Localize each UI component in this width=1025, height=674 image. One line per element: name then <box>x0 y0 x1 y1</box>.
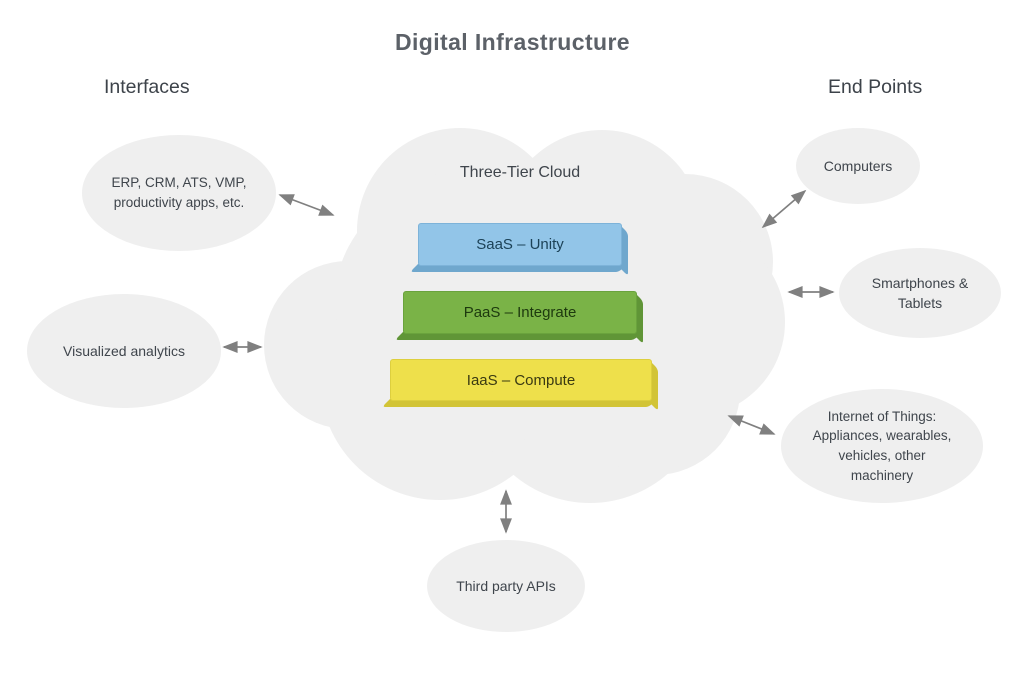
interfaces-heading: Interfaces <box>104 76 190 98</box>
node-smartphones-line: Tablets <box>897 295 943 311</box>
node-internet-of-things: Internet of Things: Appliances, wearable… <box>781 389 983 503</box>
endpoints-heading: End Points <box>828 76 923 98</box>
tier-iaas-face: IaaS – Compute <box>390 359 652 401</box>
tier-paas-face: PaaS – Integrate <box>403 291 637 334</box>
node-apis-line: Third party APIs <box>456 577 556 594</box>
node-iot-line: machinery <box>850 467 914 483</box>
node-visualized-analytics: Visualized analytics <box>27 294 221 408</box>
node-iot-line: Internet of Things: <box>827 408 937 424</box>
node-iot-line: Appliances, wearables, <box>812 428 952 444</box>
node-iot-line: vehicles, other <box>838 448 926 463</box>
tier-iaas-label: IaaS – Compute <box>466 371 576 389</box>
tier-iaas: IaaS – Compute <box>382 359 658 411</box>
node-third-party-apis: Third party APIs <box>427 540 585 632</box>
node-erp-line: productivity apps, etc. <box>113 195 245 210</box>
page-title: Digital Infrastructure <box>394 29 630 55</box>
node-smartphones-tablets: Smartphones & Tablets <box>839 248 1001 338</box>
cloud-title: Three-Tier Cloud <box>459 164 581 181</box>
node-computers: Computers <box>796 128 920 204</box>
tier-saas-face: SaaS – Unity <box>418 223 622 266</box>
tier-paas: PaaS – Integrate <box>395 291 643 344</box>
tier-saas-label: SaaS – Unity <box>476 236 564 253</box>
tier-paas-label: PaaS – Integrate <box>463 304 577 321</box>
node-analytics-line: Visualized analytics <box>63 342 185 359</box>
node-computers-line: Computers <box>823 157 893 174</box>
node-erp-apps: ERP, CRM, ATS, VMP, productivity apps, e… <box>82 135 276 251</box>
node-erp-line: ERP, CRM, ATS, VMP, <box>111 175 247 191</box>
tier-saas: SaaS – Unity <box>410 223 628 276</box>
node-smartphones-line: Smartphones & <box>871 274 969 291</box>
